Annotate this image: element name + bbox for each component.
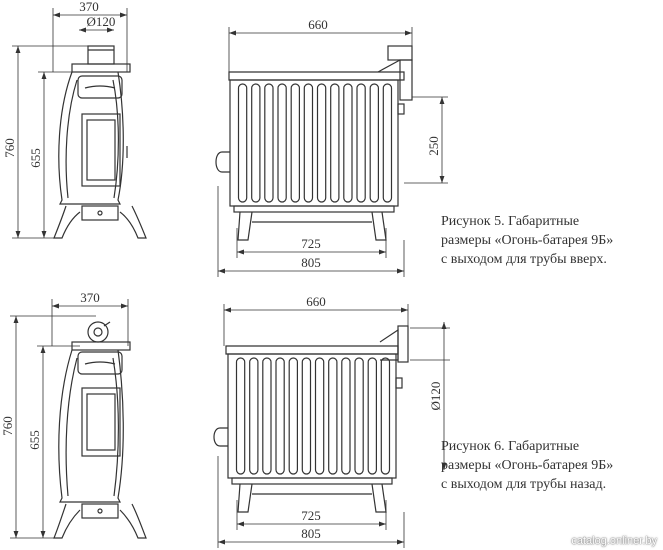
caption-line: размеры «Огонь-батарея 9Б» [441, 458, 614, 473]
figure6-side-labels: 370 760 655 [0, 290, 100, 450]
fig6-inner-width-label: 725 [301, 508, 321, 523]
radiator-fin [290, 83, 301, 203]
radiator-fin [328, 357, 338, 475]
radiator-fin [251, 83, 261, 203]
figure5-side-labels: 370 Ø120 760 655 [2, 0, 115, 168]
fig6-height-label: 760 [0, 416, 15, 436]
fig6-fins [235, 357, 391, 475]
fig5-fins [237, 83, 393, 203]
caption-line: с выходом для трубы вверх. [441, 252, 607, 267]
fig6-side-width-label: 370 [80, 290, 100, 305]
radiator-fin [380, 357, 391, 475]
figure5-front-labels: 660 250 725 805 [301, 17, 441, 270]
radiator-fin [382, 83, 393, 203]
radiator-fin [316, 83, 327, 203]
figure6-side-view [10, 299, 147, 539]
radiator-fin [288, 357, 299, 475]
radiator-fin [237, 83, 248, 203]
caption-line: Рисунок 5. Габаритные [441, 214, 580, 229]
fig5-outlet-height-label: 250 [426, 136, 441, 156]
fig6-door-height-label: 655 [27, 430, 42, 450]
radiator-fin [343, 83, 353, 203]
radiator-fin [367, 357, 378, 475]
figure5-caption: Рисунок 5. Габаритные размеры «Огонь-бат… [441, 212, 613, 269]
radiator-fin [301, 357, 312, 475]
fig5-top-width-label: 660 [308, 17, 328, 32]
fig6-top-width-label: 660 [306, 294, 326, 309]
fig5-outer-width-label: 805 [301, 255, 321, 270]
radiator-fin [356, 83, 366, 203]
radiator-fin [354, 357, 364, 475]
radiator-fin [341, 357, 351, 475]
figure6-front-view [213, 304, 450, 548]
radiator-fin [264, 83, 274, 203]
fig6-pipe-diameter-label: Ø120 [428, 382, 443, 411]
fig5-inner-width-label: 725 [301, 236, 321, 251]
figure6-caption: Рисунок 6. Габаритные размеры «Огонь-бат… [441, 437, 613, 494]
fig5-pipe-diameter-label: Ø120 [87, 14, 116, 29]
radiator-fin [235, 357, 246, 475]
watermark: catalog.onliner.by [571, 535, 657, 547]
radiator-fin [330, 83, 340, 203]
figure5-side-view [12, 8, 147, 239]
radiator-fin [277, 83, 287, 203]
caption-line: Рисунок 6. Габаритные [441, 439, 580, 454]
caption-line: размеры «Огонь-батарея 9Б» [441, 233, 614, 248]
figure6-front-labels: 660 Ø120 725 805 [301, 294, 443, 541]
radiator-fin [303, 83, 314, 203]
fig5-door-height-label: 655 [28, 148, 43, 168]
fig5-height-label: 760 [2, 138, 17, 158]
figure5-front-view [215, 27, 448, 277]
radiator-fin [249, 357, 259, 475]
radiator-fin [369, 83, 380, 203]
radiator-fin [314, 357, 325, 475]
fig6-outer-width-label: 805 [301, 526, 321, 541]
caption-line: с выходом для трубы назад. [441, 477, 607, 492]
fig5-side-width-label: 370 [79, 0, 99, 14]
radiator-fin [262, 357, 272, 475]
radiator-fin [275, 357, 285, 475]
